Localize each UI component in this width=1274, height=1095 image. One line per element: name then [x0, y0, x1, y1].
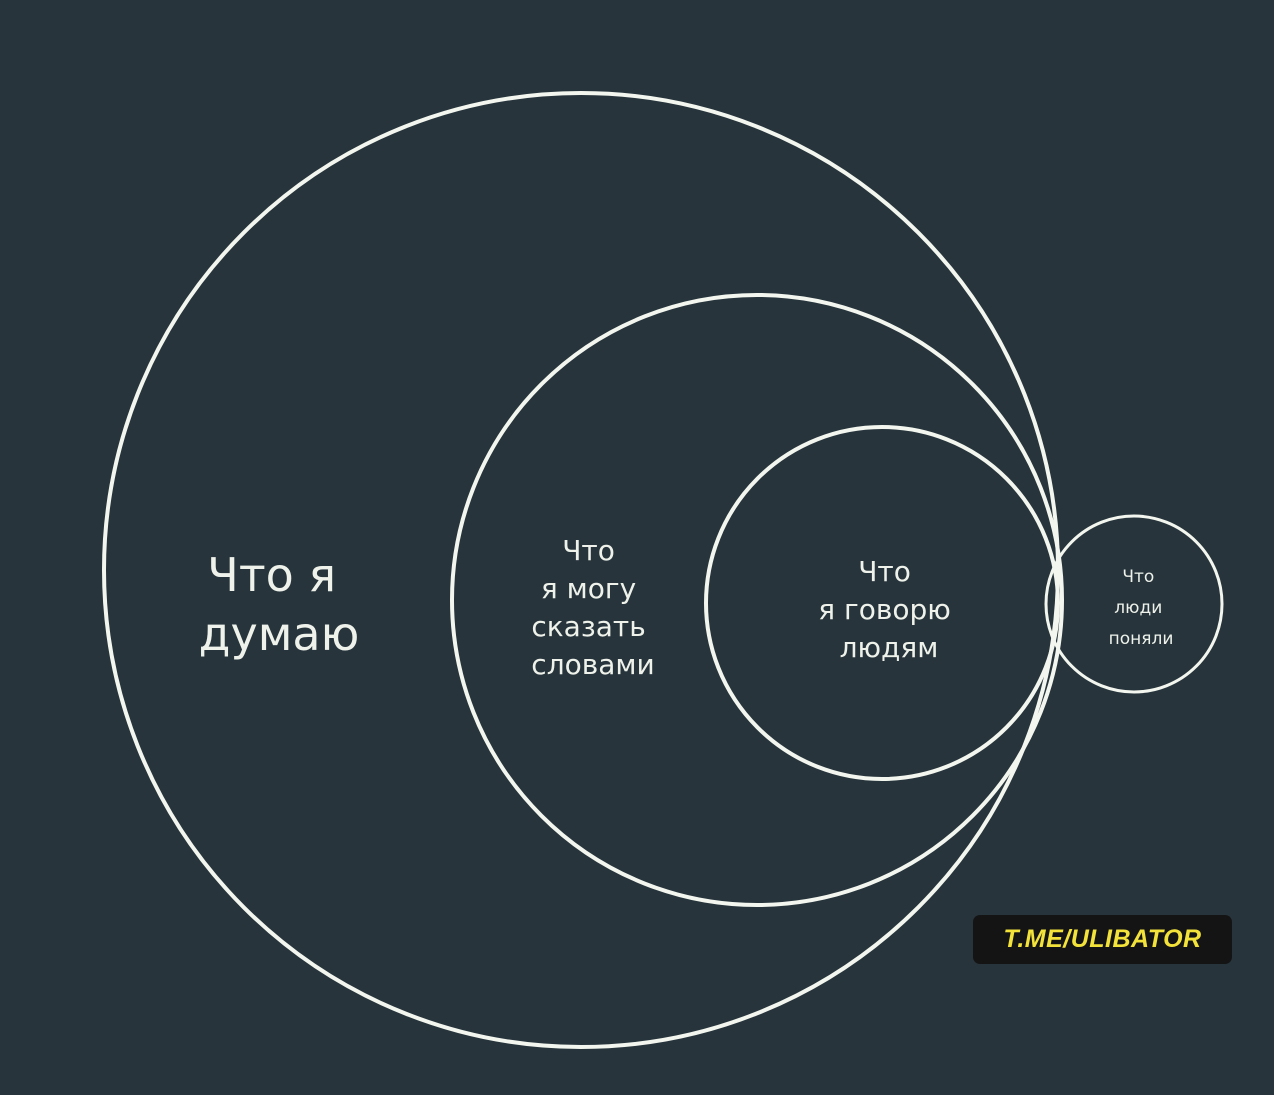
circle-what-people-understood [1044, 514, 1224, 694]
label-what-i-can-say: Что я могу сказать словами [531, 534, 654, 681]
label-what-i-tell-people-line-1: Что [858, 555, 911, 588]
circle-what-i-tell-people [704, 425, 1060, 781]
label-what-i-think-line-1: Что я [207, 548, 336, 602]
label-what-i-can-say-line-1: Что [562, 534, 615, 567]
label-what-people-understood-line-1: Что [1122, 567, 1154, 587]
circle-what-i-can-say [450, 293, 1064, 907]
label-what-i-think-line-2: думаю [199, 607, 360, 661]
label-what-i-tell-people-line-2: я говорю [818, 593, 951, 626]
circle-what-i-think [102, 91, 1060, 1049]
label-what-people-understood-line-2: люди [1114, 598, 1162, 618]
label-what-people-understood: Что люди поняли [1109, 567, 1174, 649]
label-what-i-think: Что я думаю [199, 548, 360, 661]
label-what-i-can-say-line-3: сказать [531, 610, 645, 643]
label-what-i-can-say-line-2: я могу [541, 572, 636, 605]
watermark-badge: T.ME/ULIBATOR [973, 915, 1232, 964]
label-what-i-tell-people-line-3: людям [840, 631, 939, 664]
label-what-i-tell-people: Что я говорю людям [818, 555, 959, 664]
label-what-people-understood-line-3: поняли [1109, 629, 1174, 649]
label-what-i-can-say-line-4: словами [531, 648, 654, 681]
